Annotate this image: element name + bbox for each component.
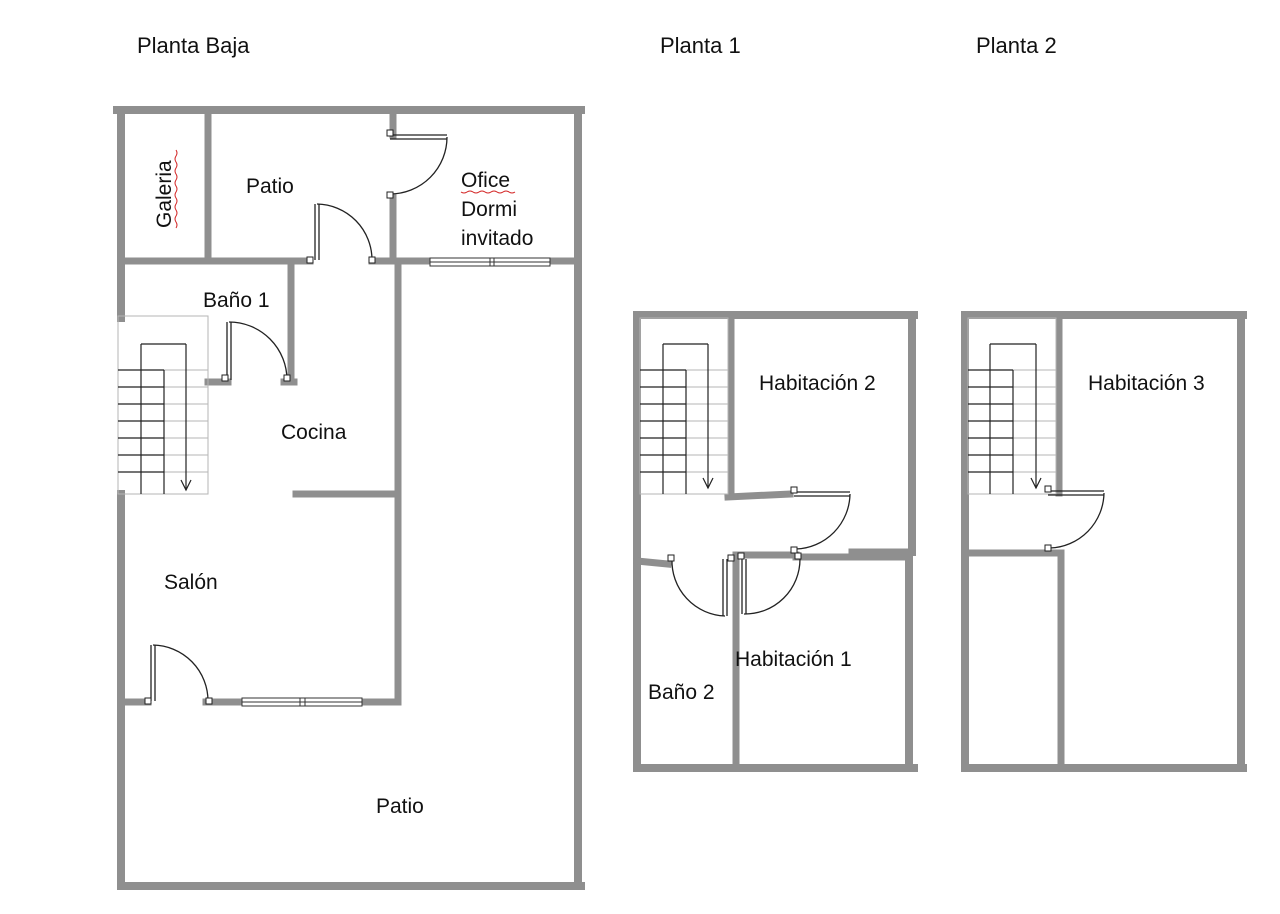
label-habitacion-1: Habitación 1 — [735, 648, 852, 671]
label-bano-1: Baño 1 — [203, 289, 270, 312]
label-patio-bottom: Patio — [376, 795, 424, 818]
title-planta-baja: Planta Baja — [137, 33, 250, 58]
spellcheck-underline-galeria — [174, 149, 178, 229]
floor-1-plan: Habitación 2 Habitación 1 Baño 2 — [633, 311, 918, 772]
label-office-line2: Dormi — [461, 198, 517, 221]
spellcheck-underline-ofice — [460, 190, 516, 194]
label-office-line3: invitado — [461, 227, 533, 250]
label-patio-top: Patio — [246, 175, 294, 198]
label-habitacion-2: Habitación 2 — [759, 372, 876, 395]
staircase-floor-2 — [967, 317, 1057, 495]
door-bano-2 — [667, 554, 735, 617]
window-salon — [241, 697, 363, 707]
door-patio — [306, 203, 376, 264]
label-office-line1: Ofice — [461, 169, 510, 192]
floor-2-plan: Habitación 3 — [961, 311, 1247, 772]
label-habitacion-3: Habitación 3 — [1088, 372, 1205, 395]
door-bano-1 — [221, 321, 291, 382]
label-cocina: Cocina — [281, 421, 347, 444]
label-salon: Salón — [164, 571, 218, 594]
door-habitacion-2 — [790, 486, 851, 554]
door-office — [386, 129, 448, 199]
title-planta-2: Planta 2 — [976, 33, 1057, 58]
window-office — [429, 257, 551, 267]
label-bano-2: Baño 2 — [648, 681, 715, 704]
title-planta-1: Planta 1 — [660, 33, 741, 58]
door-habitacion-1 — [737, 552, 802, 615]
door-habitacion-3 — [1044, 485, 1105, 552]
door-salon-exit — [144, 644, 213, 705]
label-galeria: Galeria — [153, 160, 176, 228]
staircase-ground — [117, 315, 209, 495]
staircase-floor-1 — [639, 317, 729, 495]
ground-floor-plan: Galeria Patio Ofice Dormi invitado Baño … — [113, 106, 585, 890]
